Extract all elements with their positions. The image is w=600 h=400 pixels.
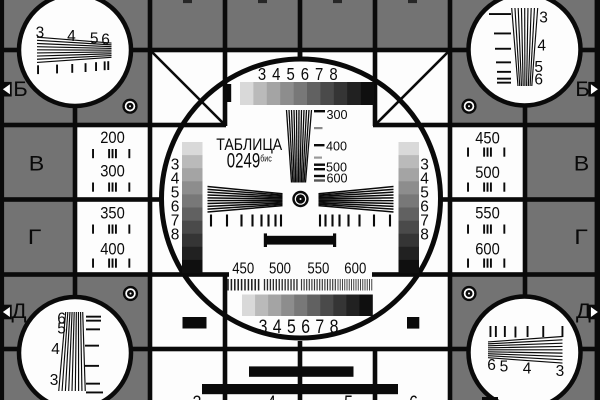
svg-text:7: 7 xyxy=(420,213,429,230)
svg-text:8: 8 xyxy=(171,227,180,244)
svg-text:3: 3 xyxy=(258,64,266,84)
svg-text:450: 450 xyxy=(475,130,500,148)
svg-text:4: 4 xyxy=(273,316,282,338)
svg-text:8: 8 xyxy=(420,227,429,244)
svg-text:600: 600 xyxy=(475,241,500,259)
svg-text:4: 4 xyxy=(420,171,429,188)
svg-text:300: 300 xyxy=(100,163,125,181)
svg-text:ТАБЛИЦА: ТАБЛИЦА xyxy=(216,136,282,154)
svg-text:600: 600 xyxy=(327,171,348,186)
svg-text:Д: Д xyxy=(12,300,27,323)
svg-text:5: 5 xyxy=(171,185,180,202)
svg-text:6: 6 xyxy=(301,316,310,338)
svg-text:6: 6 xyxy=(487,357,496,374)
svg-text:5: 5 xyxy=(286,64,294,84)
svg-text:3: 3 xyxy=(193,392,202,400)
svg-text:550: 550 xyxy=(475,205,500,223)
svg-text:5: 5 xyxy=(287,316,296,338)
svg-text:В: В xyxy=(574,153,590,176)
svg-text:4: 4 xyxy=(67,28,76,45)
svg-text:350: 350 xyxy=(100,205,125,223)
svg-text:Б: Б xyxy=(575,78,590,101)
svg-text:бис: бис xyxy=(260,154,272,165)
svg-text:5: 5 xyxy=(420,185,429,202)
svg-text:В: В xyxy=(29,153,45,176)
svg-text:6: 6 xyxy=(57,311,66,328)
svg-text:3: 3 xyxy=(171,157,180,174)
svg-text:4: 4 xyxy=(51,341,60,358)
svg-text:6: 6 xyxy=(101,32,110,49)
svg-text:0249: 0249 xyxy=(227,150,260,173)
svg-text:3: 3 xyxy=(50,372,59,389)
svg-text:200: 200 xyxy=(100,129,125,147)
svg-text:6: 6 xyxy=(420,199,429,216)
svg-text:7: 7 xyxy=(315,64,323,84)
svg-text:7: 7 xyxy=(315,316,324,338)
svg-text:8: 8 xyxy=(329,64,337,84)
svg-text:5: 5 xyxy=(500,359,509,376)
svg-text:7: 7 xyxy=(171,213,180,230)
svg-text:6: 6 xyxy=(534,71,543,88)
svg-text:6: 6 xyxy=(409,392,418,400)
svg-text:6: 6 xyxy=(301,64,309,84)
svg-text:300: 300 xyxy=(327,107,348,122)
svg-text:3: 3 xyxy=(539,10,548,27)
svg-text:Б: Б xyxy=(13,78,28,101)
svg-text:400: 400 xyxy=(100,241,125,259)
svg-text:500: 500 xyxy=(475,164,500,182)
svg-text:400: 400 xyxy=(326,139,347,154)
svg-text:5: 5 xyxy=(90,31,99,48)
svg-text:4: 4 xyxy=(523,360,532,377)
svg-text:450: 450 xyxy=(232,260,254,277)
svg-text:3: 3 xyxy=(36,25,45,42)
svg-text:4: 4 xyxy=(267,392,276,400)
svg-text:Г: Г xyxy=(28,226,42,249)
svg-text:Д: Д xyxy=(576,300,591,323)
svg-text:3: 3 xyxy=(420,157,429,174)
svg-text:4: 4 xyxy=(171,171,180,188)
svg-text:550: 550 xyxy=(307,260,329,277)
svg-text:5: 5 xyxy=(57,321,66,338)
svg-text:8: 8 xyxy=(330,316,339,338)
svg-text:4: 4 xyxy=(272,64,281,84)
svg-text:5: 5 xyxy=(534,59,543,76)
svg-text:500: 500 xyxy=(326,160,347,175)
svg-text:500: 500 xyxy=(269,260,291,277)
svg-text:3: 3 xyxy=(556,363,565,380)
svg-text:600: 600 xyxy=(344,260,366,277)
svg-text:5: 5 xyxy=(344,392,353,400)
svg-text:Г: Г xyxy=(574,226,588,249)
svg-text:6: 6 xyxy=(171,199,180,216)
svg-text:3: 3 xyxy=(259,316,268,338)
svg-text:4: 4 xyxy=(537,37,546,54)
